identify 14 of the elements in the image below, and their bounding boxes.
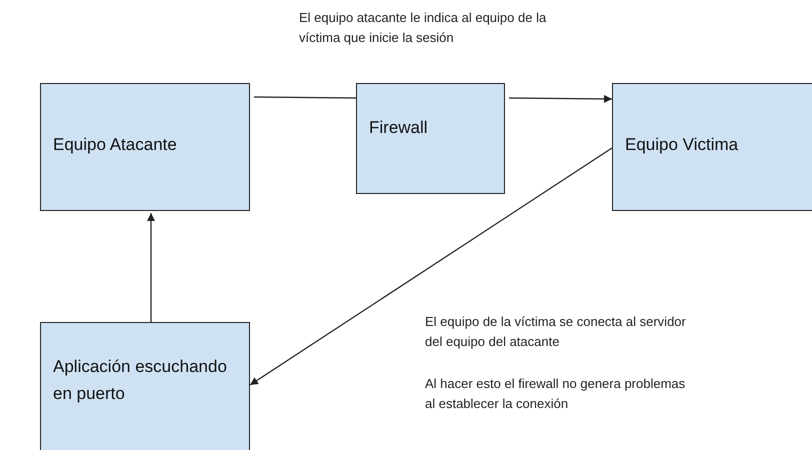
box-label: Aplicación escuchando en puerto — [53, 356, 228, 405]
arrow — [509, 94, 612, 103]
process-box — [40, 322, 250, 450]
process-box — [40, 83, 250, 211]
annotation-text: El equipo atacante le indica al equipo de la víctima que inicie la sesión — [299, 9, 548, 47]
arrow — [147, 213, 155, 322]
box-label: Equipo Atacante — [53, 134, 177, 156]
arrow — [250, 148, 612, 386]
annotation-text: Al hacer esto el firewall no genera problemas al establecer la conexión — [425, 375, 686, 413]
process-box — [612, 83, 812, 211]
box-label: Equipo Victima — [625, 134, 738, 156]
process-box — [356, 83, 505, 194]
annotation-text: El equipo de la víctima se conecta al servidor del equipo del atacante — [425, 313, 687, 351]
box-label: Firewall — [369, 117, 428, 139]
